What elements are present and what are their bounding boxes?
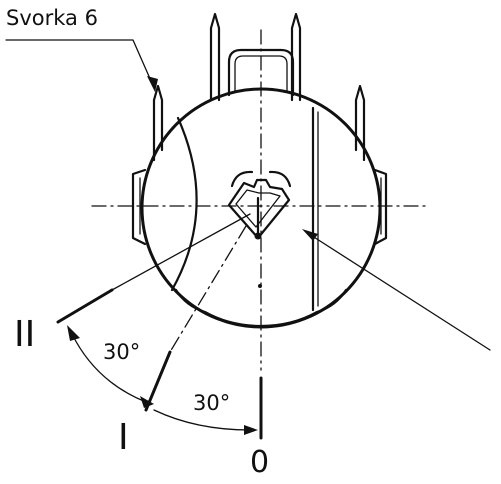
angle-upper-label: 30° xyxy=(103,340,141,364)
central-mechanism xyxy=(227,170,292,288)
position-0-label: 0 xyxy=(250,445,270,480)
position-line-ii xyxy=(111,213,251,291)
svorka-leader xyxy=(5,39,158,92)
top-handle xyxy=(227,48,295,97)
left-inner-curve xyxy=(170,116,198,292)
angle-arc-upper xyxy=(67,325,154,408)
right-plate xyxy=(311,106,319,312)
bottom-rim xyxy=(174,288,348,328)
top-rods xyxy=(152,12,366,162)
position-line-i xyxy=(169,225,247,353)
position-line-i-solid xyxy=(144,350,172,412)
svorka-label: Svorka 6 xyxy=(6,6,98,30)
angle-lower-label: 30° xyxy=(193,391,231,415)
position-ii-label: II xyxy=(14,314,36,355)
position-line-ii-solid xyxy=(56,288,114,324)
position-i-label: I xyxy=(118,417,129,458)
right-leader xyxy=(302,229,491,351)
angle-arc-lower xyxy=(153,409,258,435)
